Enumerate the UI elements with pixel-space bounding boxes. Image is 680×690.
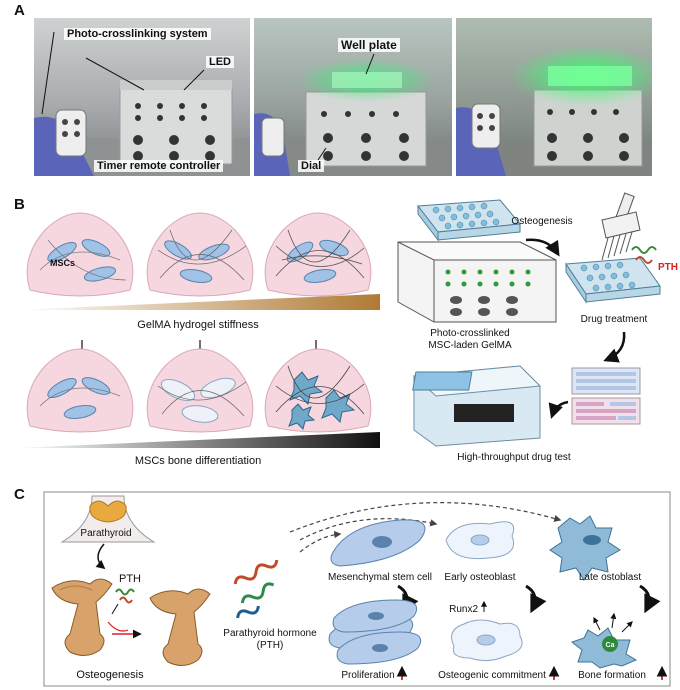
label-osteogenic-commitment: Osteogenic commitment [438,670,546,681]
panel-label-c: C [14,486,25,503]
label-dial: Dial [298,160,325,172]
hydrogel-low-stiffness [26,212,134,297]
photo-system-overview: Photo-crosslinking system LED Timer remo… [34,18,250,176]
hydrogel-high-stiffness [264,212,372,297]
hydrogel-diff-mid [146,348,254,433]
pth-helix-b [631,246,657,264]
result-plates [571,367,641,425]
label-late-ostoblast: Late ostoblast [579,572,641,583]
label-photo-crosslinking-system: Photo-crosslinking system [64,28,211,40]
panel-label-a: A [14,2,25,19]
msc-nucleus [372,536,392,548]
label-pth-abbr: (PTH) [257,640,284,651]
bone-before [51,578,113,656]
label-photo-crosslinked: Photo-crosslinked [430,328,509,339]
label-pth-c: PTH [119,573,141,585]
proliferating-cells-icon [328,599,422,665]
photo-led-on [456,18,652,176]
hydrogel-diff-low [26,348,134,433]
panel-label-b: B [14,196,25,213]
label-osteogenesis-c: Osteogenesis [76,669,144,681]
photo-well-plate: Well plate Dial [254,18,452,176]
label-well-plate: Well plate [338,38,400,52]
differentiation-gradient-bar [16,432,380,448]
label-ca: Ca [606,642,615,649]
label-timer-remote: Timer remote controller [94,160,224,172]
hydrogel-diff-high [264,348,372,433]
parathyroid-gland-icon [89,500,127,523]
late-osteoblast-nucleus [583,535,601,545]
label-runx2: Runx2 [449,604,478,615]
label-msc-bone-diff: MSCs bone differentiation [135,455,261,467]
stiffness-gradient-bar [16,294,380,310]
early-osteoblast-nucleus [470,534,490,546]
late-osteoblast-icon [549,515,621,581]
label-led: LED [206,56,234,68]
label-mscs: MSCs [50,258,75,268]
label-osteogenesis-b: Osteogenesis [511,216,572,227]
label-proliferation: Proliferation [341,670,394,681]
multichannel-pipette [601,192,641,261]
panel-c-diagram: Parathyroid PTH Osteogenesis Parathyroid… [43,491,671,687]
small-pth-helix [111,588,135,615]
device-illustration-2 [254,53,452,176]
label-msc-laden-gelma: MSC-laden GelMA [428,340,512,351]
label-gelma-stiffness: GelMA hydrogel stiffness [137,319,259,331]
plate-reader [412,365,542,447]
label-drug-treatment: Drug treatment [581,314,648,325]
label-msc: Mesenchymal stem cell [328,572,432,583]
label-parathyroid: Parathyroid [80,528,131,539]
crosslinking-device [397,241,557,323]
label-hts: High-throughput drug test [457,452,571,463]
device-illustration-3 [456,46,652,176]
calcium-icon [602,636,618,652]
well-plate-top [417,199,521,242]
drug-treatment-plate [565,257,661,304]
pth-hormone-helix-icon [233,559,279,619]
panel-b-diagram: MSCs GelMA hydrogel stiffness MSCs bone … [16,192,678,467]
device-illustration [34,31,250,176]
label-early-osteoblast: Early osteoblast [444,572,515,583]
mineral-release-arrows [593,612,633,633]
neck-illustration [60,495,156,543]
label-bone-formation: Bone formation [578,670,646,681]
hydrogel-mid-stiffness [146,212,254,297]
bone-after [149,588,211,666]
label-pth-hormone: Parathyroid hormone [223,628,317,639]
label-pth-b: PTH [658,262,678,273]
